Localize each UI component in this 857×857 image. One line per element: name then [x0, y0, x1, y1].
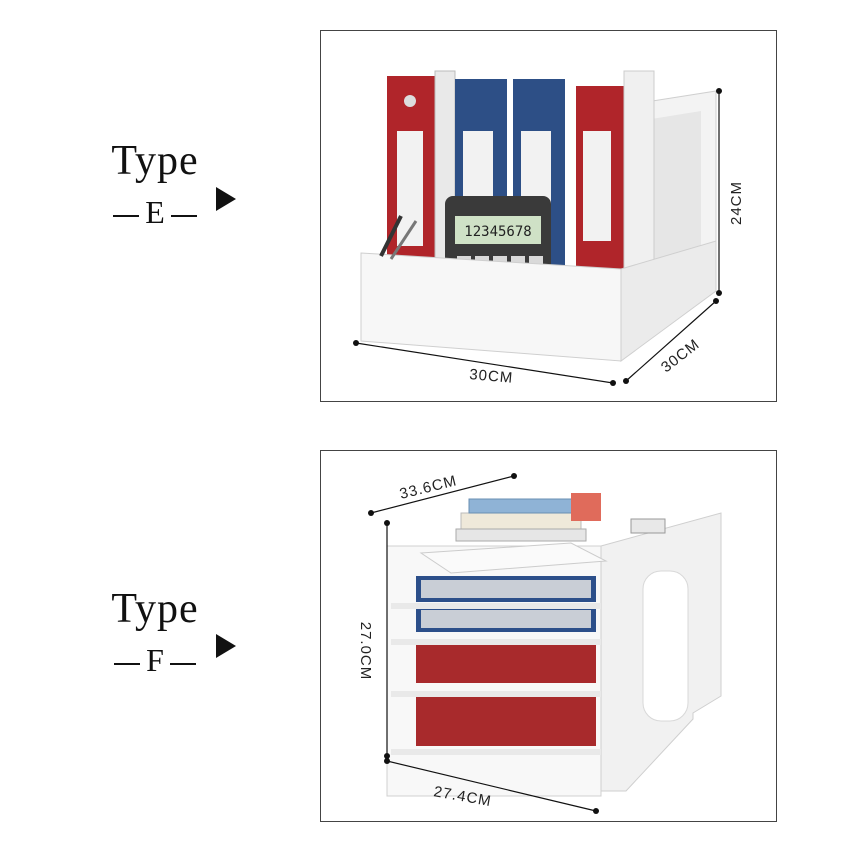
type-e-letter: E	[145, 194, 165, 230]
type-f-letter-row: F	[90, 642, 220, 678]
book-1	[460, 512, 582, 530]
tray-red-2	[416, 696, 596, 746]
tray-blue-2-papers	[421, 610, 591, 628]
calculator-screen	[455, 216, 541, 244]
dash-left	[114, 662, 141, 665]
dim-height-label: 27.0CM	[357, 622, 374, 681]
dim-depth-label: 30CM	[658, 336, 703, 376]
shelf-2	[391, 639, 601, 645]
tray-blue-1-papers	[421, 580, 591, 598]
organizer-front-side	[620, 240, 717, 362]
type-f-word: Type	[111, 586, 199, 632]
shelf-4	[391, 749, 601, 755]
shelf-1	[391, 603, 601, 609]
dash-right	[170, 214, 197, 217]
book-3	[455, 528, 587, 542]
binder-label-4	[583, 131, 611, 241]
pen-2	[389, 220, 418, 260]
type-e-photo: 12345678 30CM 30CM 24CM	[320, 30, 777, 402]
type-f-arrow-icon	[216, 634, 236, 658]
pen-1	[379, 215, 403, 257]
type-e-word: Type	[111, 138, 199, 184]
side-handle-cutout	[642, 570, 689, 722]
binder-label-1	[397, 131, 423, 246]
type-f-label: Type F	[90, 586, 220, 678]
dash-right	[169, 662, 196, 665]
tray-red-1	[416, 643, 596, 683]
type-e-arrow-icon	[216, 187, 236, 211]
dim-line-top	[370, 475, 515, 514]
dim-line-depth	[625, 300, 717, 382]
dim-width-label: 30CM	[469, 366, 514, 387]
sticky-notes	[571, 493, 601, 521]
dash-left	[113, 214, 140, 217]
type-f-letter: F	[146, 642, 164, 678]
shelf-3	[391, 691, 601, 697]
type-e-label: Type E	[90, 138, 220, 230]
binder-ring-hole-1	[404, 95, 416, 107]
pencil-box	[630, 518, 666, 534]
type-f-illustration: 33.6CM 27.0CM 27.4CM	[357, 472, 722, 814]
dim-line-width	[386, 760, 597, 812]
organizer-front	[360, 252, 622, 362]
type-f-photo: 33.6CM 27.0CM 27.4CM	[320, 450, 777, 822]
type-e-illustration: 12345678 30CM 30CM 24CM	[353, 70, 745, 387]
calculator-display: 12345678	[464, 224, 531, 240]
dim-line-width	[355, 342, 614, 384]
type-e-letter-row: E	[90, 194, 220, 230]
dim-height-label: 24CM	[728, 181, 745, 225]
papers-top	[419, 542, 608, 574]
book-2	[468, 498, 574, 514]
folder-white	[623, 70, 655, 272]
